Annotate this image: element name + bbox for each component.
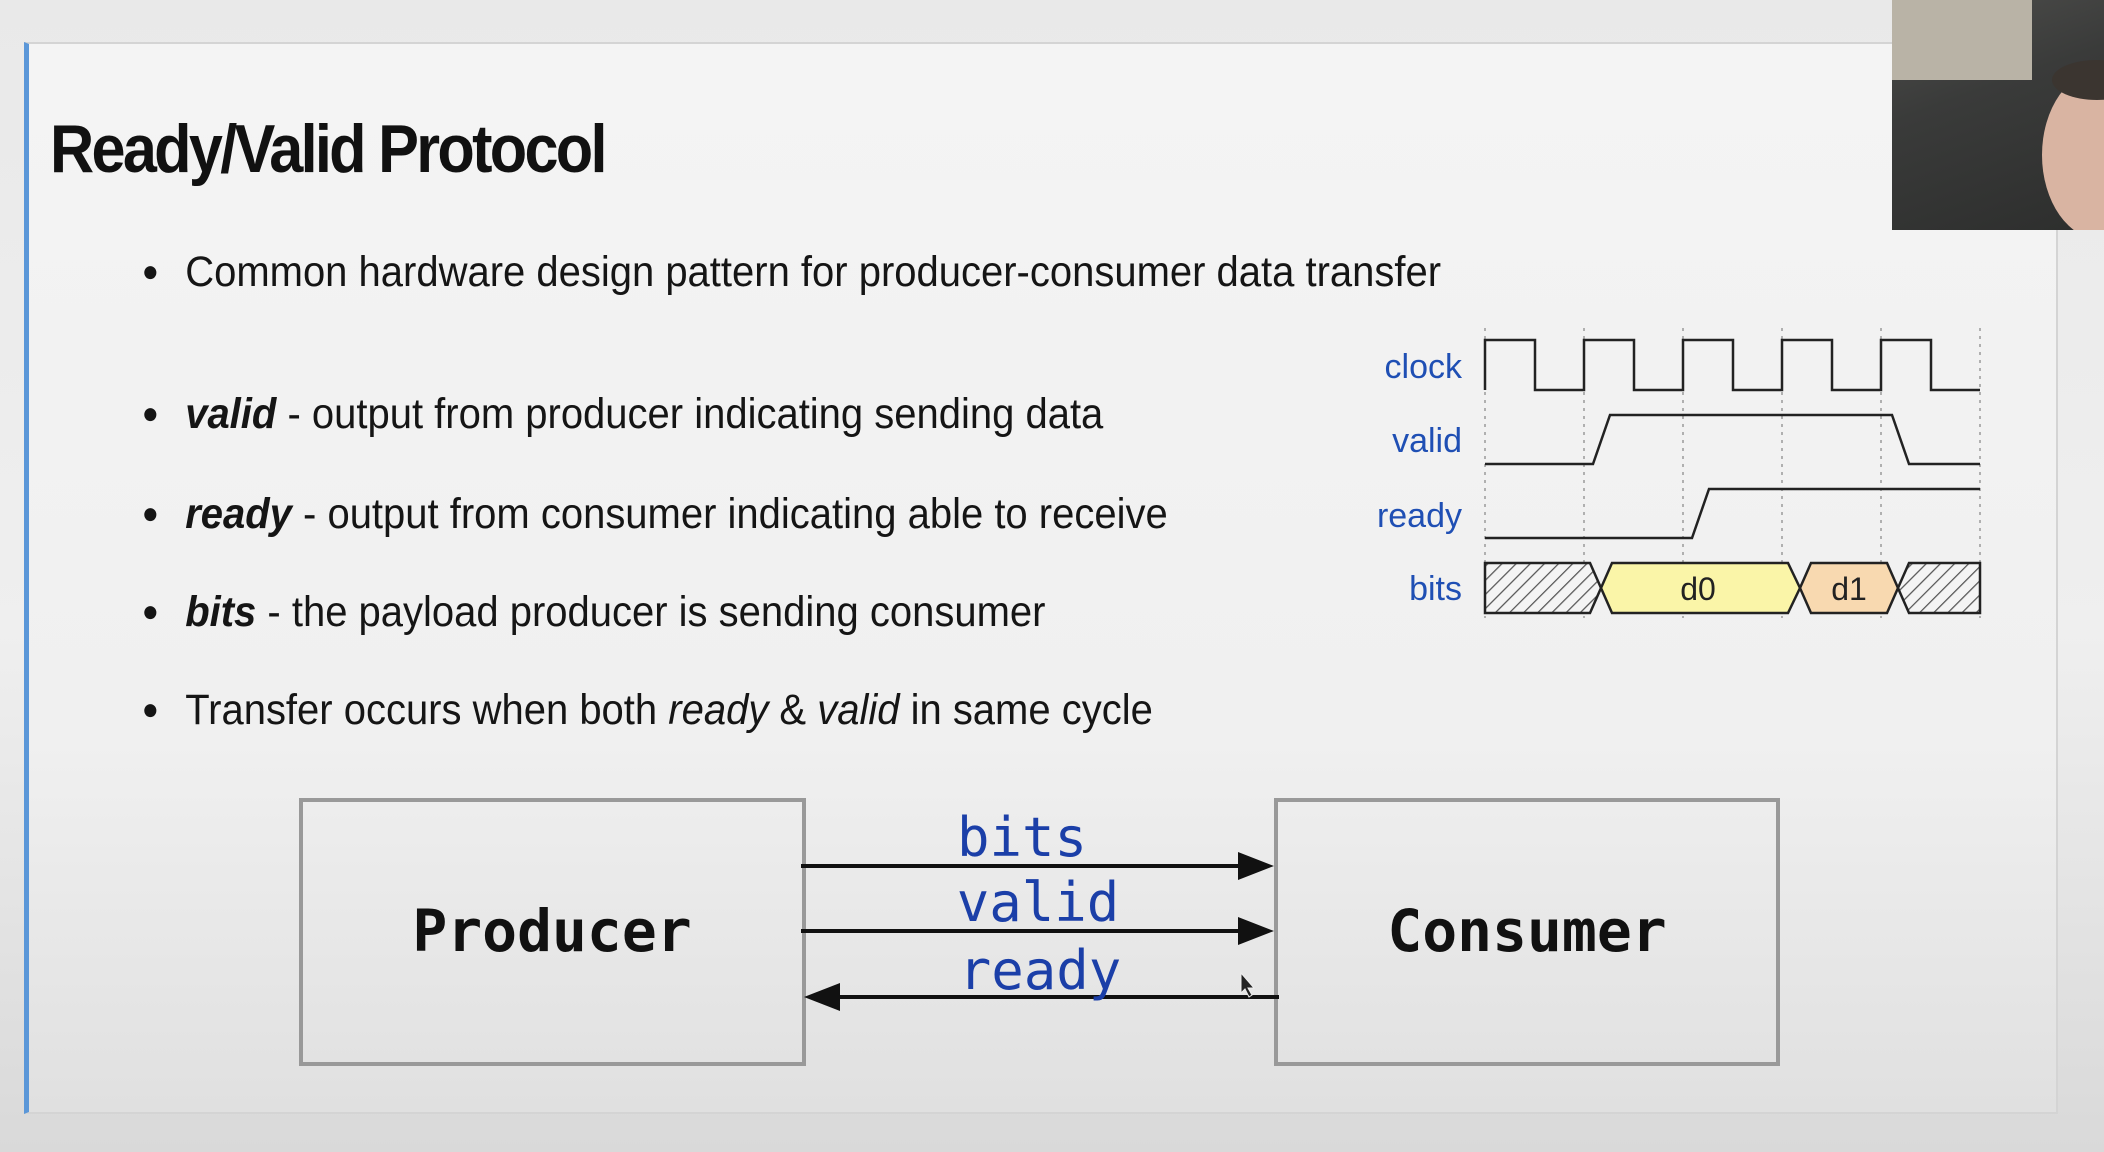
- producer-label: Producer: [412, 897, 691, 965]
- bullet-term: ready: [185, 490, 292, 538]
- bits-arrowhead: [1238, 852, 1274, 880]
- consumer-label: Consumer: [1387, 897, 1666, 965]
- bullet-common-pattern: Common hardware design pattern for produ…: [144, 248, 1441, 297]
- timing-label-valid: valid: [1392, 422, 1462, 460]
- webcam-video-overlay: [1892, 0, 2104, 230]
- bullet-transfer: Transfer occurs when both ready & valid …: [144, 686, 1153, 735]
- bullet-text: Common hardware design pattern for produ…: [185, 248, 1442, 296]
- mouse-cursor-icon: [1240, 971, 1256, 998]
- bullet-dot: [144, 605, 157, 619]
- bullet-text: - the payload producer is sending consum…: [256, 588, 1046, 636]
- bullet-dot: [144, 703, 157, 717]
- bullet-dot: [144, 265, 157, 279]
- timing-label-bits: bits: [1409, 570, 1462, 608]
- bullet-text: - output from consumer indicating able t…: [291, 490, 1168, 538]
- bullet-dot: [144, 407, 157, 421]
- webcam-background: [1892, 0, 2032, 80]
- bullet-text: - output from producer indicating sendin…: [276, 390, 1104, 438]
- timing-label-clock: clock: [1385, 348, 1463, 386]
- bullet-ready: ready - output from consumer indicating …: [144, 490, 1168, 539]
- valid-arrowhead: [1238, 917, 1274, 945]
- bits-wire-label: bits: [957, 806, 1087, 869]
- bullet-term: valid: [185, 390, 277, 438]
- slide-title: Ready/Valid Protocol: [50, 111, 607, 187]
- valid-wire-label: valid: [957, 871, 1120, 934]
- bullet-term: ready: [668, 686, 769, 734]
- bullet-term: bits: [185, 588, 257, 636]
- timing-label-ready: ready: [1377, 497, 1462, 535]
- bullet-bits: bits - the payload producer is sending c…: [144, 588, 1045, 637]
- bullet-text: &: [768, 686, 818, 734]
- bits-d0-label: d0: [1680, 571, 1716, 607]
- bullet-dot: [144, 507, 157, 521]
- bits-d1-label: d1: [1831, 571, 1867, 607]
- bullet-text: in same cycle: [899, 686, 1153, 734]
- consumer-box: [1274, 798, 1780, 1066]
- ready-arrowhead: [804, 983, 840, 1011]
- bullet-term: valid: [817, 686, 900, 734]
- ready-waveform: [1485, 487, 1980, 540]
- bits-dontcare-end: [1896, 561, 1982, 615]
- bits-dontcare-start: [1483, 561, 1603, 615]
- ready-wire-label: ready: [959, 939, 1122, 1002]
- clock-waveform: [1483, 338, 1980, 392]
- valid-waveform: [1485, 413, 1980, 466]
- bullet-text: Transfer occurs when both: [185, 686, 669, 734]
- bullet-valid: valid - output from producer indicating …: [144, 390, 1103, 439]
